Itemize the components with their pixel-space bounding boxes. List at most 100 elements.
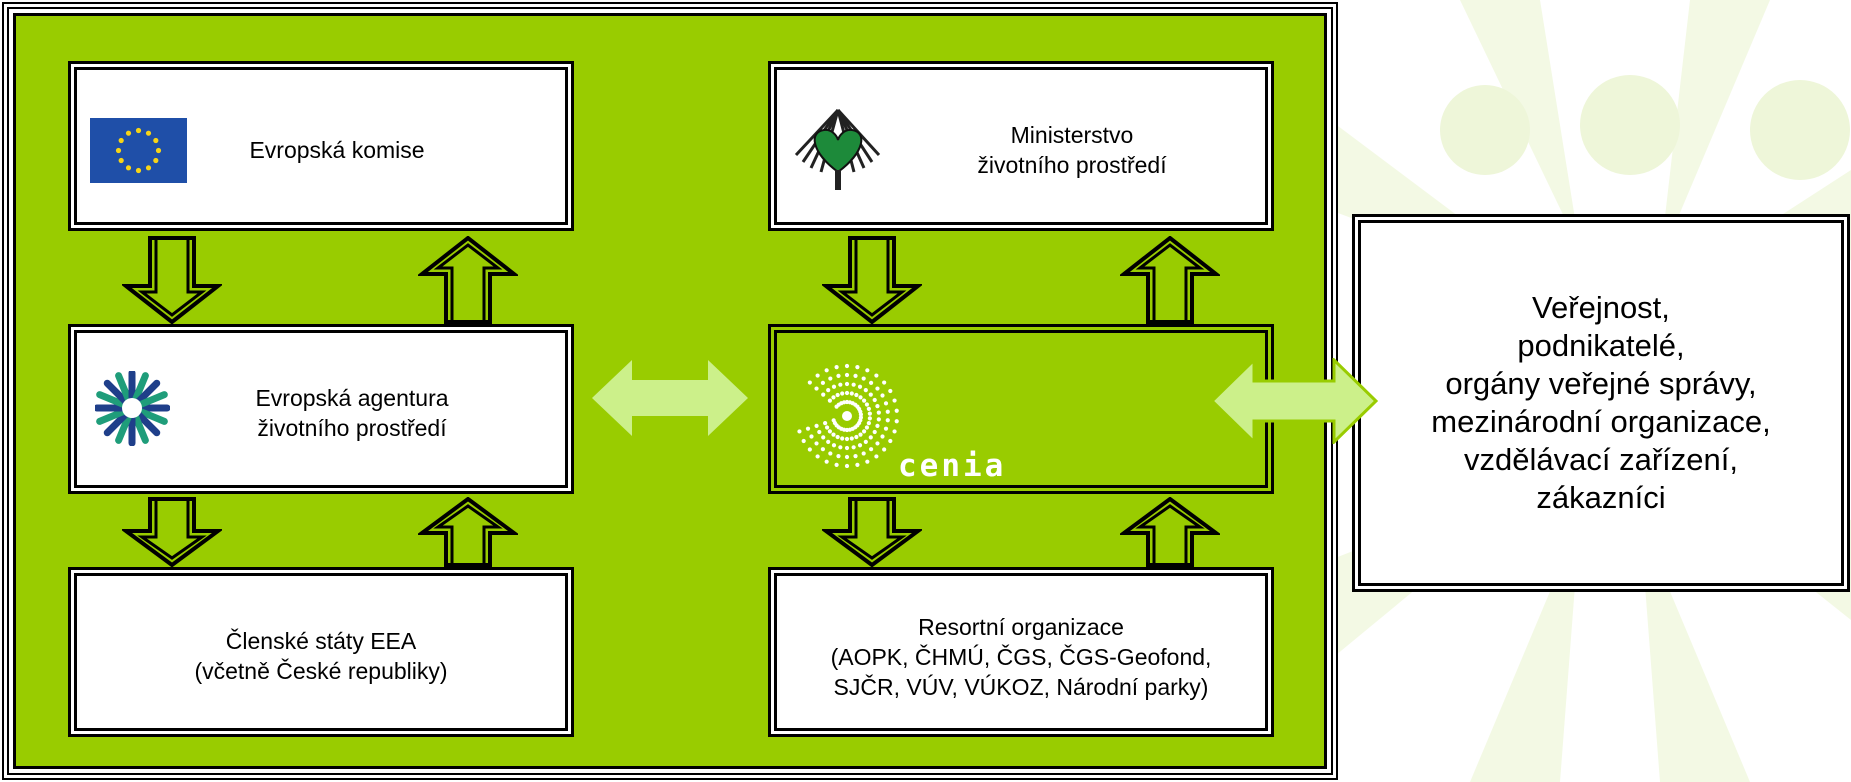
cenia-dot [828,451,833,456]
departmental-label: Resortní organizace (AOPK, ČHMÚ, ČGS, ČG… [777,612,1265,702]
cenia-dot [814,441,819,446]
cenia-dot [849,436,854,441]
cenia-dot [844,372,850,378]
eea-ray [103,379,129,405]
eea-line1: Evropská agentura [255,385,449,411]
eu-star [135,167,142,174]
cenia-dot [872,429,877,435]
eu-star [115,147,122,154]
cenia-dot [844,390,850,396]
cenia-dot [817,429,822,435]
cenia-dot [864,425,870,430]
cenia-dot [880,434,885,439]
cenia-dot [855,462,860,468]
cenia-dot [892,429,897,434]
ministry-line1: Ministerstvo [1010,122,1134,148]
cenia-dot [831,395,836,400]
cenia-dot [885,418,890,423]
cenia-dot [888,388,893,394]
cenia-dot [827,429,833,434]
cenia-dot [861,398,867,403]
cenia-dot [831,418,836,423]
departmental-line2: (AOPK, ČHMÚ, ČGS, ČGS-Geofond, [830,644,1212,670]
cenia-dot [835,434,840,440]
eea-ray [137,391,168,408]
eea-ray [96,408,127,425]
cenia-dot [815,454,820,459]
cenia-dot [823,421,828,426]
cenia-dot [836,373,841,378]
cenia-dot [849,391,854,396]
cenia-dot [894,408,899,413]
cenia-dot [864,402,870,407]
cenia-dot [844,363,850,369]
eu-star [155,147,162,154]
cenia-dot [851,382,856,387]
cenia-dot [853,373,858,378]
cenia-dot [844,445,850,451]
arrow-up-cenia-to-ministry [1120,236,1220,324]
eea-ray [115,413,132,444]
eea-ray [132,413,149,444]
cenia-dot [857,443,863,448]
cenia-dot [824,368,829,373]
cenia-dot [828,376,833,381]
cenia-dot [853,454,858,459]
cenia-dot [875,423,880,428]
cenia-dot [892,398,897,403]
cenia-dot [826,388,831,393]
cenia-dot [844,436,850,442]
cenia-dot [874,454,879,459]
cenia-core [842,411,852,421]
departmental-line3: SJČR, VÚV, VÚKOZ, Národní parky) [833,674,1209,700]
cenia-dot [836,454,841,459]
cenia-dot [876,417,881,422]
eu-star [118,137,124,144]
cenia-dot [872,397,877,403]
cenia-dot [844,381,850,387]
cenia-dot [865,459,870,464]
ministry-tree-heart-logo [794,108,881,190]
cenia-dot [863,439,868,444]
box-departmental-organizations: Resortní organizace (AOPK, ČHMÚ, ČGS, ČG… [768,567,1274,737]
eea-ray [115,372,132,403]
cenia-dot [882,380,887,385]
member-states-line2: (včetně České republiky) [194,658,448,684]
eea-label: Evropská agentura životního prostředí [202,383,502,443]
cenia-dot [840,436,845,441]
cenia-dot [844,463,850,468]
cenia-dot [835,392,840,398]
eu-star [145,165,152,171]
cenia-dot [854,392,859,398]
cenia-dot [844,454,850,460]
cenia-dot [867,416,872,421]
cenia-dot [866,421,871,426]
box-eea: Evropská agentura životního prostředí [68,324,574,494]
eu-star [118,157,124,164]
member-states-line1: Členské státy EEA [225,628,417,654]
cenia-dot [866,406,871,411]
cenia-dot [861,451,866,456]
cenia-dot [867,411,872,416]
cenia-dot [820,447,826,452]
cenia-dot [814,386,819,391]
cenia-dot [876,410,881,415]
eea-logo [95,371,170,446]
public-line-4: mezinárodní organizace, [1431,404,1771,439]
eu-star [125,165,132,171]
box-cenia [768,324,1274,494]
cenia-dot [865,368,870,373]
arrow-up-member-states-to-eea [418,497,518,567]
cenia-dot [821,392,826,397]
cenia-dot [882,447,887,452]
cenia-dot [861,429,867,434]
eu-star [125,130,132,136]
cenia-dot [857,384,863,389]
arrow-up-departmental-to-cenia [1120,497,1220,567]
cenia-dot [880,393,885,398]
cenia-dot [834,462,839,468]
cenia-dot [868,380,874,385]
cenia-dot [797,429,802,434]
cenia-dot [838,382,843,387]
eea-ray [137,408,168,425]
